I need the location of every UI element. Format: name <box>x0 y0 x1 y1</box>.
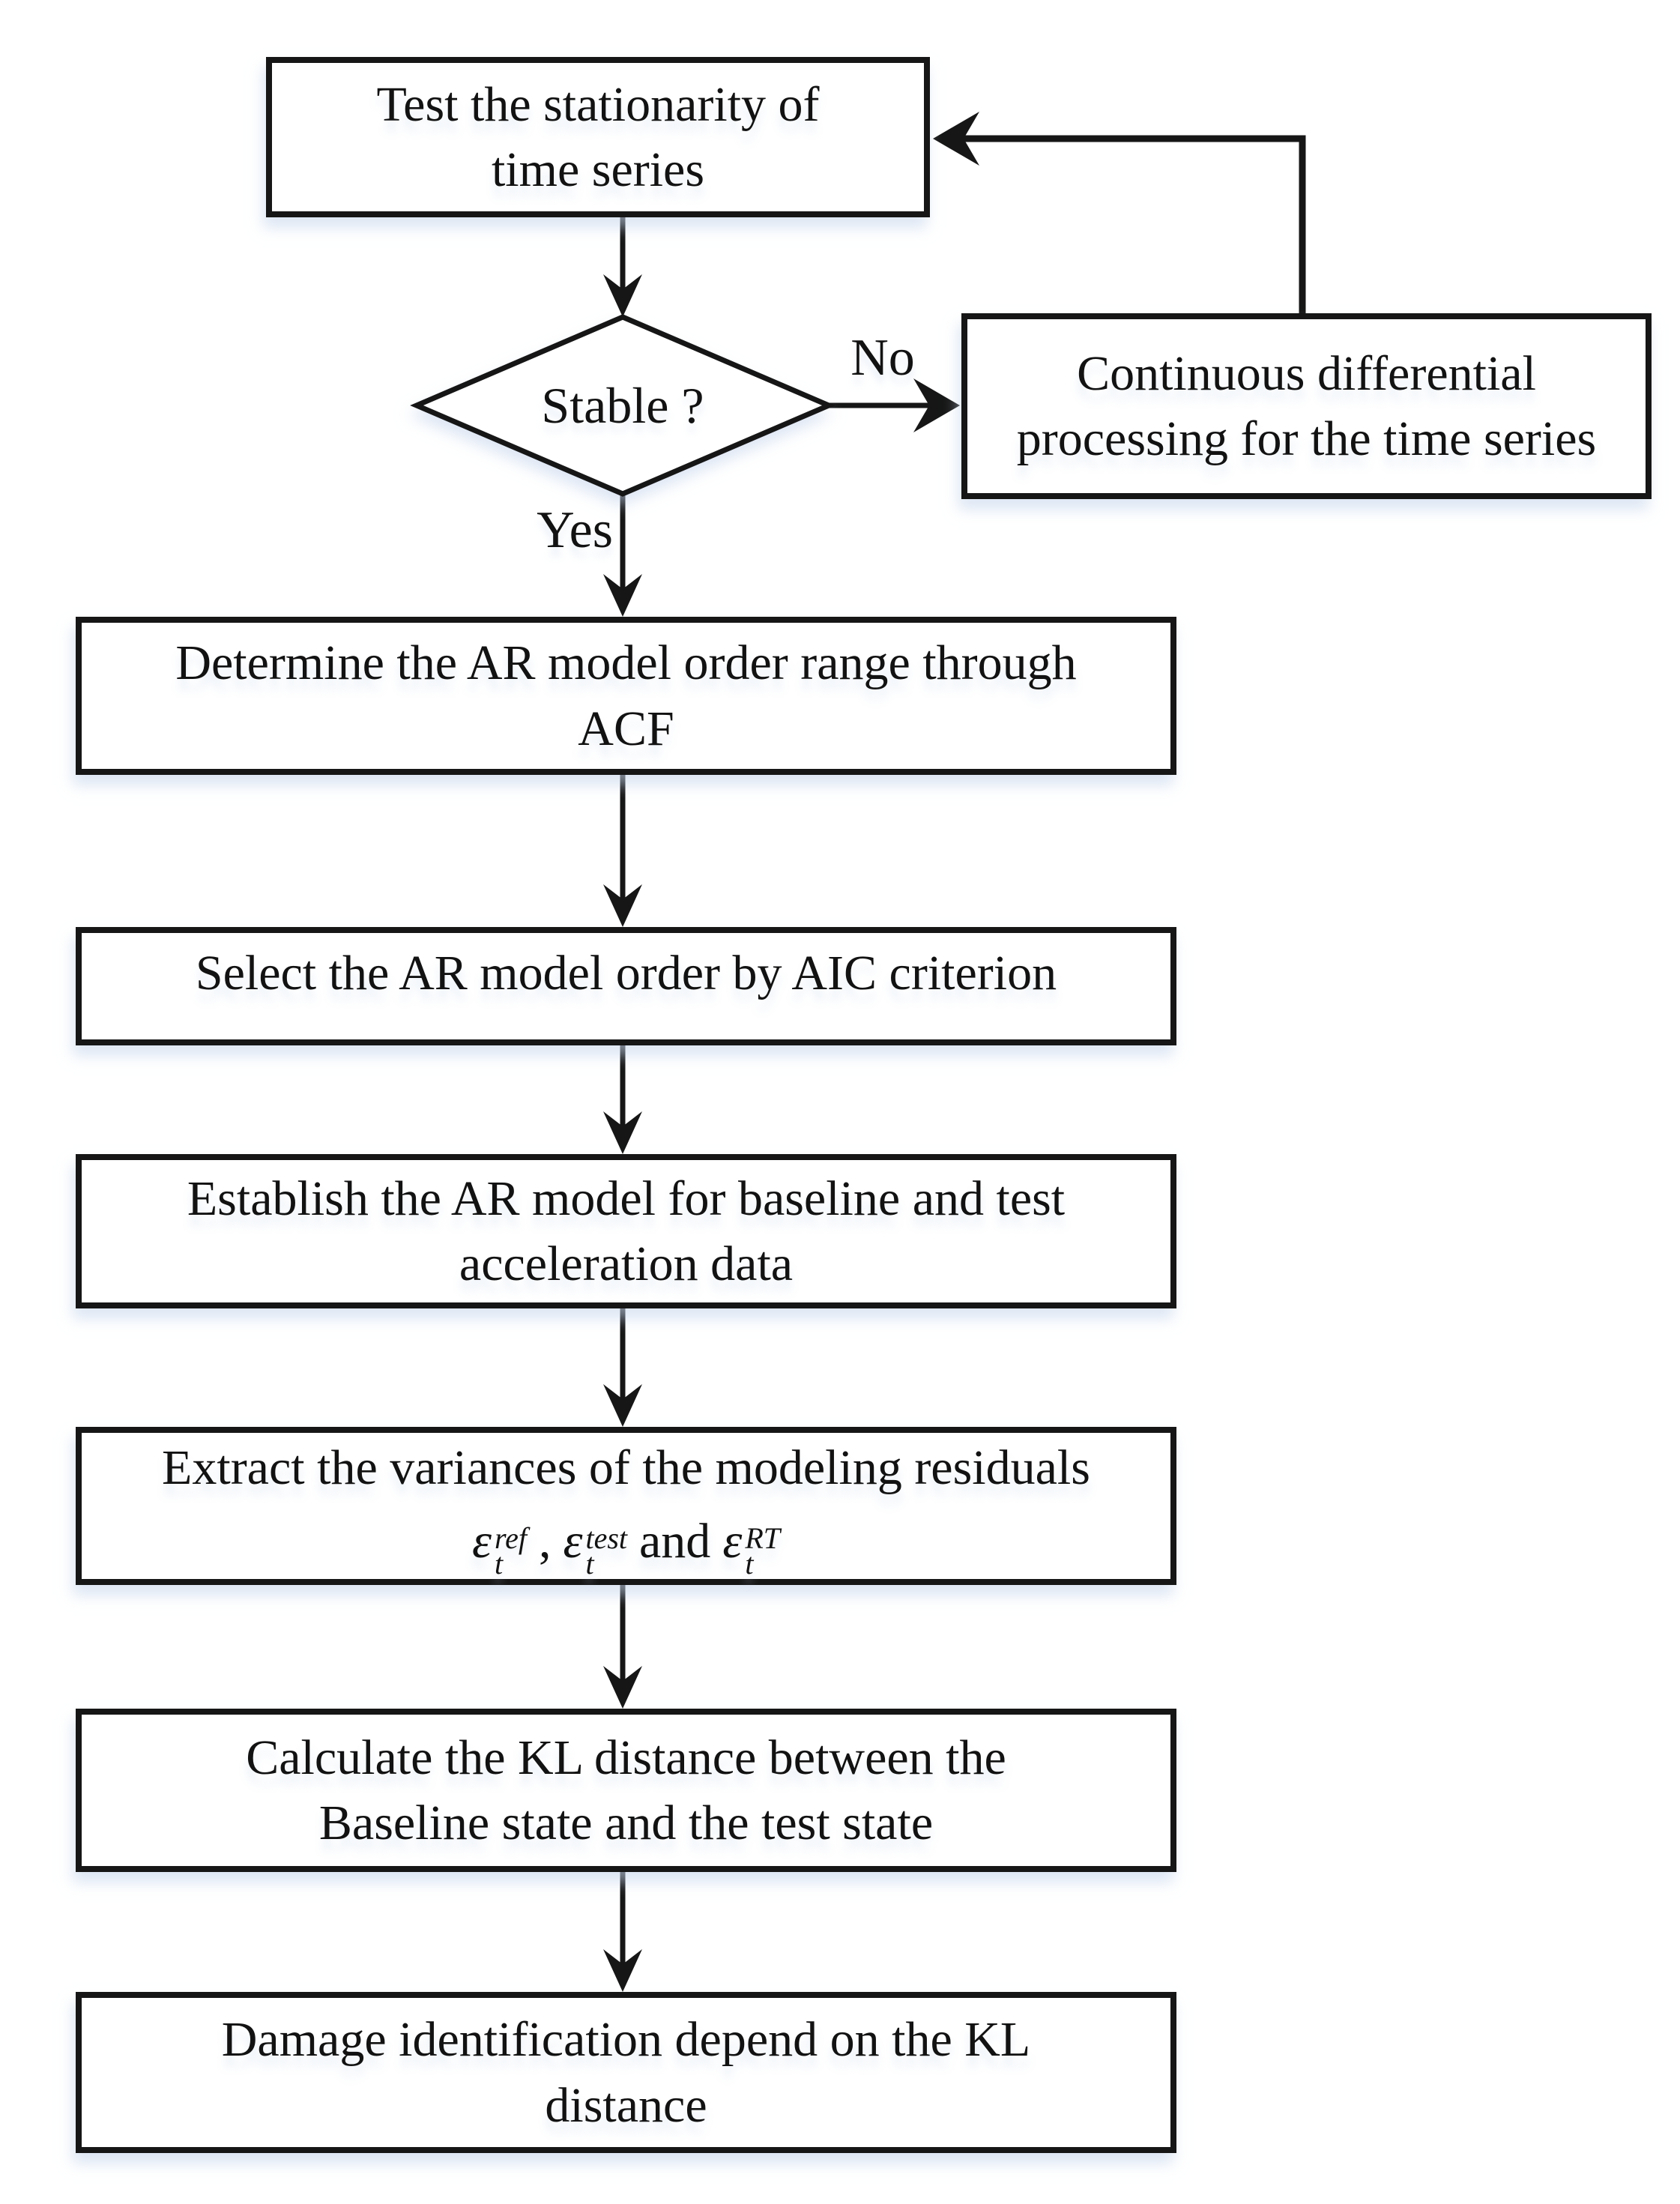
epsilon-superscript: ref <box>495 1521 527 1555</box>
arrowhead-into-select <box>603 884 642 927</box>
box-text: Select the AR model order by AIC criteri… <box>82 941 1170 1006</box>
box-text-line: Calculate the KL distance between the <box>246 1730 1006 1785</box>
symbol-separator: and <box>639 1513 711 1569</box>
epsilon-superscript: RT <box>745 1521 781 1555</box>
process-box-damage-identification: Damage identification depend on the KL d… <box>76 1992 1176 2153</box>
epsilon-subscript: t <box>585 1546 594 1580</box>
edge-label-no-text: No <box>850 329 915 387</box>
box-text: Test the stationarity of time series <box>272 72 924 202</box>
decision-label-text: Stable ? <box>541 376 704 434</box>
edge-label-no: No <box>793 322 973 394</box>
epsilon-base: ε <box>471 1513 492 1569</box>
epsilon-base: ε <box>722 1513 743 1569</box>
edge-feedback-continuous-to-test <box>940 135 1306 313</box>
box-text-line: Damage identification depend on the KL <box>221 2012 1031 2068</box>
box-text-line: Baseline state and the test state <box>318 1796 934 1850</box>
edge-label-yes: Yes <box>420 495 613 567</box>
box-text-line: Extract the variances of the modeling re… <box>162 1440 1090 1496</box>
process-box-continuous-differential: Continuous differential processing for t… <box>961 313 1652 499</box>
box-text: Establish the AR model for baseline and … <box>82 1166 1170 1296</box>
process-box-select-order: Select the AR model order by AIC criteri… <box>76 927 1176 1045</box>
process-box-extract-variances: Extract the variances of the modeling re… <box>76 1427 1176 1585</box>
box-text: Extract the variances of the modeling re… <box>82 1435 1170 1580</box>
box-text: Damage identification depend on the KL d… <box>82 2007 1170 2137</box>
box-text: Calculate the KL distance between the Ba… <box>82 1725 1170 1856</box>
arrowhead-into-calculate <box>603 1666 642 1709</box>
arrowhead-into-establish <box>603 1111 642 1154</box>
box-text-line: processing for the time series <box>1016 411 1597 466</box>
epsilon-base: ε <box>563 1513 583 1569</box>
arrowhead-into-determine <box>603 574 642 617</box>
box-text-line: Test the stationarity of <box>376 76 820 132</box>
box-text-line: Establish the AR model for baseline and … <box>187 1171 1066 1226</box>
edge-label-yes-text: Yes <box>537 501 613 559</box>
box-text-line: Continuous differential <box>1077 345 1536 401</box>
decision-label: Stable ? <box>417 317 829 494</box>
box-text-line: ACF <box>578 701 674 756</box>
decision-diamond-shape <box>410 314 836 497</box>
process-box-test-stationarity: Test the stationarity of time series <box>266 57 930 217</box>
arrowhead-into-extract <box>603 1384 642 1427</box>
epsilon-subscript: t <box>745 1546 754 1580</box>
epsilon-superscript: test <box>585 1521 628 1555</box>
epsilon-subscript: t <box>495 1546 504 1580</box>
arrowhead-feedback-into-test <box>933 112 979 166</box>
process-box-determine-order-range: Determine the AR model order range throu… <box>76 617 1176 775</box>
box-text: Determine the AR model order range throu… <box>82 630 1170 761</box>
box-text-line: Select the AR model order by AIC criteri… <box>195 946 1057 1001</box>
box-text-line: time series <box>491 142 705 197</box>
box-text-line: Determine the AR model order range throu… <box>175 635 1077 691</box>
box-text: Continuous differential processing for t… <box>967 341 1646 471</box>
process-box-establish-model: Establish the AR model for baseline and … <box>76 1154 1176 1308</box>
process-box-calculate-kl: Calculate the KL distance between the Ba… <box>76 1709 1176 1872</box>
arrowhead-into-diamond <box>603 274 642 317</box>
arrowhead-into-damage <box>603 1949 642 1992</box>
symbol-separator: , <box>538 1513 552 1569</box>
box-text-line: acceleration data <box>459 1237 794 1291</box>
box-text-line: distance <box>545 2077 707 2133</box>
arrowhead-into-continuous <box>913 378 960 432</box>
